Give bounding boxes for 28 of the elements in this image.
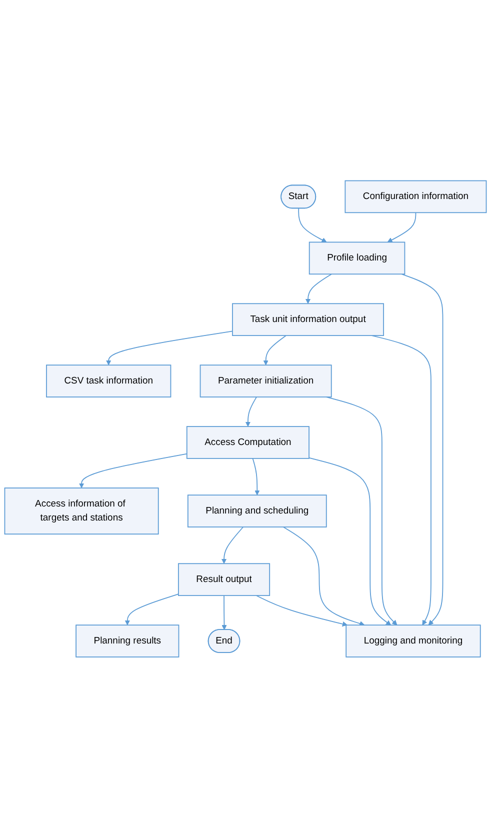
arrow — [222, 595, 227, 630]
node-box: Configuration information — [344, 180, 487, 214]
node-box: Planning and scheduling — [187, 494, 327, 528]
arrow — [78, 453, 188, 488]
node-box: Planning results — [76, 624, 180, 658]
arrow — [282, 526, 365, 626]
arrow — [305, 274, 332, 304]
arrow — [401, 274, 444, 626]
arrow — [326, 396, 398, 626]
node-box: Logging and monitoring — [346, 624, 481, 658]
arrow — [252, 458, 260, 496]
node-box: Result output — [178, 563, 270, 596]
arrow — [124, 594, 179, 626]
arrow — [106, 330, 233, 366]
node-box: Profile loading — [308, 242, 406, 275]
arrow — [256, 595, 348, 627]
arrow — [245, 396, 257, 427]
arrow — [221, 526, 244, 564]
arrow — [263, 335, 287, 366]
arrow — [298, 208, 327, 243]
node-box: Parameter initialization — [200, 364, 332, 398]
node-box: CSV task information — [46, 364, 172, 398]
node-box: Task unit information output — [232, 303, 384, 336]
arrow — [371, 335, 432, 626]
node-box: Access information of targets and stations — [4, 488, 159, 535]
arrow — [308, 458, 392, 626]
arrow — [387, 212, 416, 243]
node-box: Access Computation — [186, 426, 310, 460]
